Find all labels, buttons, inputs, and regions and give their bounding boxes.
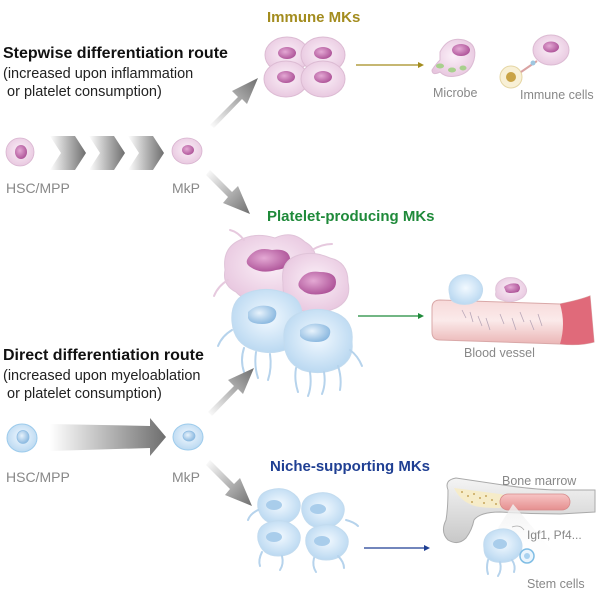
- direct-route-subtitle-1: (increased upon myeloablation: [3, 368, 201, 384]
- microbe-label: Microbe: [433, 86, 478, 100]
- platelet-mk-cluster: [213, 229, 363, 397]
- niche-arrow: [364, 545, 430, 551]
- bone-marrow-illustration: [442, 477, 596, 577]
- direct-route-subtitle-2: or platelet consumption): [3, 386, 162, 402]
- bone-marrow-label: Bone marrow: [502, 474, 577, 488]
- immune-cells-label: Immune cells: [520, 88, 594, 102]
- arrow-to-platelet: [206, 170, 250, 214]
- direct-mkp-label: MkP: [172, 469, 200, 485]
- direct-arrow: [50, 418, 166, 456]
- blood-vessel-label: Blood vessel: [464, 346, 535, 360]
- stepwise-hsc-label: HSC/MPP: [6, 180, 70, 196]
- stepwise-mkp-label: MkP: [172, 180, 200, 196]
- immune-mks-header: Immune MKs: [267, 9, 361, 26]
- immune-cell-interaction: [499, 34, 570, 89]
- niche-supporting-mks-header: Niche-supporting MKs: [270, 458, 430, 475]
- direct-hsc-cell: [6, 423, 38, 453]
- niche-mk-cluster: [247, 488, 359, 573]
- direct-mkp-cell: [172, 423, 204, 451]
- stepwise-hsc-cell: [5, 137, 35, 167]
- direct-route-title: Direct differentiation route: [3, 347, 204, 364]
- arrow-up-to-platelet: [208, 368, 254, 416]
- stepwise-chevron-arrows: [50, 136, 164, 170]
- stem-cells-label: Stem cells: [527, 577, 585, 591]
- immune-arrow: [356, 62, 424, 68]
- factors-label: Igf1, Pf4...: [527, 528, 582, 542]
- immune-mk-cluster: [263, 36, 346, 98]
- arrow-down-to-niche: [206, 460, 252, 506]
- stepwise-route-subtitle-2: or platelet consumption): [3, 84, 162, 100]
- arrow-to-immune: [210, 78, 258, 128]
- platelet-arrow: [358, 313, 424, 319]
- blood-vessel: [431, 274, 595, 346]
- platelet-producing-mks-header: Platelet-producing MKs: [267, 208, 435, 225]
- stepwise-route-title: Stepwise differentiation route: [3, 45, 228, 62]
- microbe-engulfing-mk: [431, 38, 476, 77]
- stepwise-mkp-cell: [171, 137, 203, 165]
- stepwise-route-subtitle-1: (increased upon inflammation: [3, 66, 194, 82]
- direct-hsc-label: HSC/MPP: [6, 469, 70, 485]
